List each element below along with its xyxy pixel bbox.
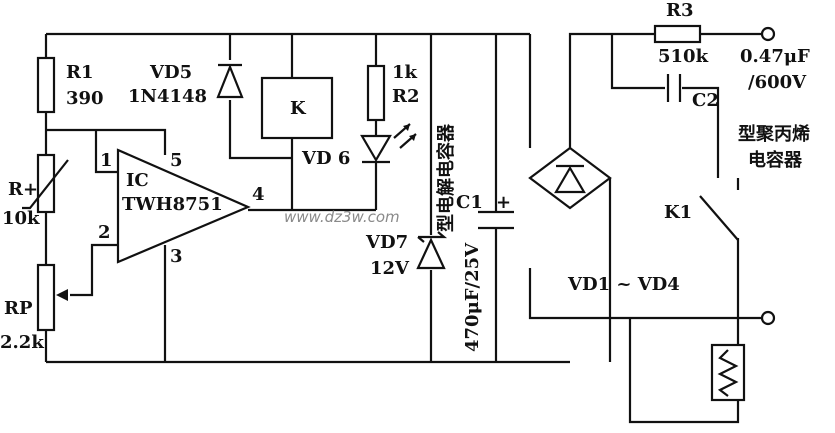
thermistor-slash [22, 159, 69, 210]
r1-ref: R1 [66, 62, 93, 83]
terminal-top [760, 26, 776, 42]
pin2-wire [70, 243, 118, 297]
r2-ref: R2 [392, 86, 419, 107]
r3-value: 510k [658, 46, 709, 67]
k1-ref: K1 [664, 202, 692, 223]
c2-wire [610, 34, 720, 178]
pin5-wire [46, 128, 167, 155]
ic-pin3: 3 [170, 246, 183, 267]
c1-capacitor [478, 210, 514, 230]
relay-coil [260, 76, 334, 140]
ic-pin2: 2 [98, 222, 111, 243]
vd5-part: 1N4148 [128, 86, 207, 107]
rp-ref: RP [4, 298, 33, 319]
r3-ref: R3 [666, 0, 693, 21]
vd5-ref: VD5 [149, 62, 192, 83]
wires [44, 32, 762, 424]
vd7-ref: VD7 [365, 232, 408, 253]
vd7-value: 12V [370, 258, 410, 279]
thermistor-ref: R+ [8, 179, 38, 200]
r3-wire [568, 32, 762, 148]
r2-resistor [366, 64, 386, 122]
thermistor-value: 10k [2, 208, 40, 229]
bridge-ref: VD1 ~ VD4 [567, 274, 680, 295]
c1-value: 470μF/25V [462, 242, 483, 352]
rp-wiper-arrow [56, 289, 68, 301]
rp-potentiometer [36, 263, 56, 332]
pin1-wire [94, 130, 118, 174]
vd6-led [360, 134, 392, 164]
heater-element [717, 349, 739, 397]
c2-type-line2: 电容器 [748, 149, 803, 171]
r2-value: 1k [392, 62, 418, 83]
terminal-bottom [760, 310, 776, 326]
rp-value: 2.2k [0, 332, 44, 353]
c2-value-line1: 0.47μF [740, 46, 810, 67]
ic-pin1: 1 [100, 150, 113, 171]
c1-plus: + [496, 192, 511, 213]
c2-capacitor [666, 74, 682, 102]
vd6-ray-arrows [403, 124, 416, 141]
ic-triangle [116, 148, 251, 264]
c2-ref: C2 [692, 90, 719, 111]
c1-type: 型电解电容器 [435, 123, 457, 232]
vd5-wire [228, 34, 292, 160]
vd7-zener [416, 231, 448, 270]
vd6-ref: VD 6 [301, 148, 350, 169]
r1-value: 390 [66, 88, 104, 109]
r3-resistor [653, 24, 702, 44]
ic-pin4: 4 [252, 184, 265, 205]
load-loop-wire [628, 238, 740, 424]
vd5-diode [216, 63, 244, 99]
c2-value-line2: /600V [748, 72, 807, 93]
k1-switch [699, 178, 740, 241]
heater-load [710, 343, 746, 402]
ic-ref: IC [126, 170, 149, 191]
load-top-wire [528, 268, 762, 320]
bridge-diode-symbol [554, 164, 586, 194]
c2-type-line1: 型聚丙烯 [738, 123, 810, 145]
relay-ref: K [290, 98, 307, 119]
r1-resistor [36, 56, 56, 114]
ic-part: TWH8751 [122, 194, 223, 215]
thermistor [36, 153, 56, 214]
bridge-rectifier [528, 146, 612, 210]
watermark: www.dz3w.com [284, 208, 400, 226]
ic-pin5: 5 [170, 150, 183, 171]
c1-ref: C1 [456, 192, 483, 213]
